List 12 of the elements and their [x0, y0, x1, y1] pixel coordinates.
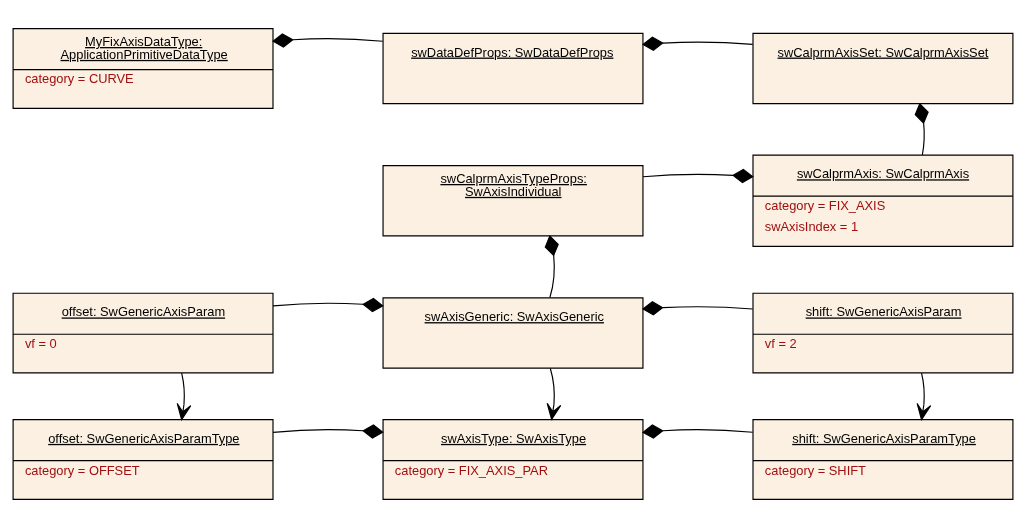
connector	[272, 32, 384, 48]
arrow	[546, 367, 562, 420]
connector	[272, 423, 384, 439]
arrow	[916, 372, 932, 420]
connector	[272, 297, 384, 312]
connector	[642, 168, 754, 183]
connector	[642, 36, 754, 51]
connector	[642, 300, 754, 316]
arrow	[176, 372, 192, 420]
connector	[914, 102, 929, 155]
connector	[642, 423, 754, 439]
connector	[544, 234, 559, 298]
